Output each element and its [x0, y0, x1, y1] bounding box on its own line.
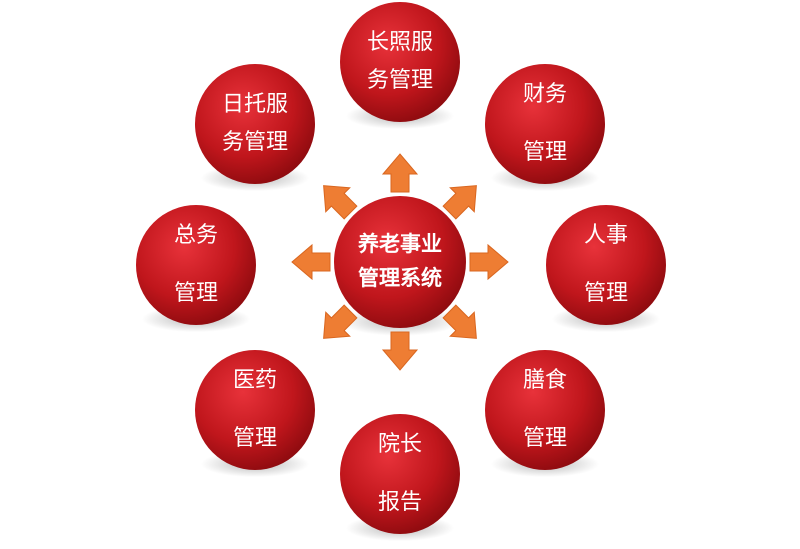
center-hub-circle	[334, 196, 466, 328]
general-affairs-label-line-2: 管理	[174, 281, 218, 306]
hr-label-line-2: 管理	[584, 281, 628, 306]
hr-label-line-1: 人事	[584, 223, 628, 248]
long-term-care-circle	[340, 2, 460, 122]
meals-label-line-1: 膳食	[523, 368, 567, 393]
director-report-label-line-2: 报告	[378, 490, 422, 515]
long-term-care-label-line-2: 务管理	[367, 68, 433, 93]
center-hub-label-line-2: 管理系统	[358, 266, 442, 290]
day-care-arrow	[323, 185, 358, 220]
general-affairs-circle	[136, 205, 256, 325]
day-care-label-line-2: 务管理	[222, 130, 288, 155]
finance-circle	[485, 64, 605, 184]
finance-label-line-2: 管理	[523, 140, 567, 165]
medical-arrow	[323, 304, 358, 339]
day-care-label-line-1: 日托服	[222, 92, 288, 117]
meals-circle	[485, 350, 605, 470]
long-term-care-label-line-1: 长照服	[367, 30, 433, 55]
finance-label-line-1: 财务	[523, 82, 567, 107]
medical-circle	[195, 350, 315, 470]
arrow-layer	[291, 153, 509, 371]
medical-label-line-1: 医药	[233, 368, 277, 393]
general-affairs-arrow	[291, 243, 331, 281]
long-term-care-arrow	[381, 153, 419, 193]
director-report-label-line-1: 院长	[378, 432, 422, 457]
director-report-arrow	[381, 331, 419, 371]
hr-circle	[546, 205, 666, 325]
meals-label-line-2: 管理	[523, 426, 567, 451]
medical-label-line-2: 管理	[233, 426, 277, 451]
hr-arrow	[469, 243, 509, 281]
director-report-circle	[340, 414, 460, 534]
node-layer: 长照服务管理财务管理人事管理膳食管理院长报告医药管理总务管理日托服务管理养老事业…	[136, 2, 666, 534]
day-care-circle	[195, 64, 315, 184]
center-hub-label-line-1: 养老事业	[357, 232, 442, 256]
finance-arrow	[442, 185, 477, 220]
general-affairs-label-line-1: 总务	[174, 223, 218, 248]
meals-arrow	[442, 304, 477, 339]
